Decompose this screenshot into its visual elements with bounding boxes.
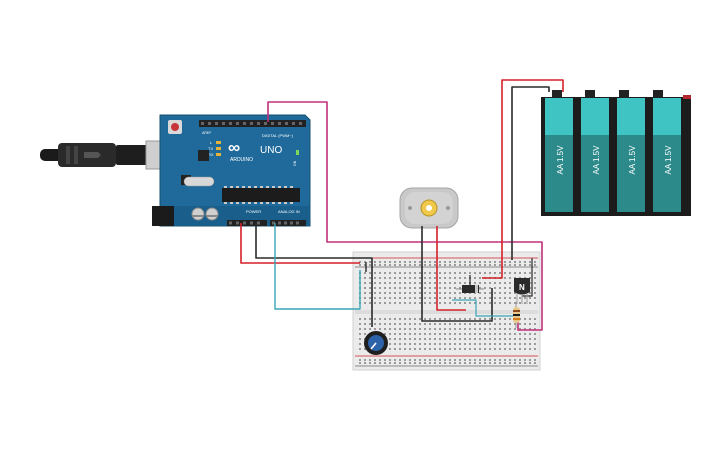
wire-black-battery (511, 86, 550, 260)
wire-red-battery (482, 79, 564, 279)
battery-cell[interactable]: AA 1.5V (545, 98, 573, 212)
battery-cell[interactable]: AA 1.5V (617, 98, 645, 212)
on-led (296, 150, 299, 155)
wire-red-5v (240, 223, 360, 264)
wire-black-gnd (255, 223, 373, 327)
analog-label: ANALOG IN (278, 209, 300, 214)
rx-led (216, 153, 221, 156)
dc-motor-icon[interactable] (399, 187, 459, 229)
arduino-brand: ARDUINO (230, 157, 253, 163)
transistor[interactable]: N (514, 278, 530, 304)
arduino-model: UNO (260, 145, 282, 156)
reset-button[interactable] (168, 120, 182, 134)
wire-cyan-analog (274, 223, 361, 310)
power-header[interactable] (227, 220, 267, 226)
resistor-icon[interactable] (513, 302, 520, 328)
on-label: ON (293, 160, 297, 166)
battery-cell-label: AA 1.5V (664, 145, 673, 175)
battery-cell[interactable]: AA 1.5V (581, 98, 609, 212)
capacitor (205, 207, 219, 221)
arduino-logo-icon: ∞ (228, 138, 240, 157)
potentiometer-icon[interactable] (364, 331, 388, 355)
tx-label: TX (208, 146, 213, 151)
arduino-uno-board[interactable]: AREF DIGITAL (PWM~) L TX RX ∞ UNO ARDUIN… (152, 114, 311, 227)
atmega-chip (222, 186, 300, 204)
wire-black-motor (421, 226, 493, 322)
capacitor (191, 207, 205, 221)
digital-label: DIGITAL (PWM~) (262, 133, 294, 138)
power-jack[interactable] (152, 206, 174, 226)
rx-label: RX (208, 152, 214, 157)
l-label: L (210, 140, 213, 145)
crystal (183, 176, 215, 187)
aref-label: AREF (202, 131, 211, 135)
usb-cable-icon[interactable] (40, 140, 177, 170)
digital-header[interactable] (199, 120, 306, 127)
battery-cell[interactable]: AA 1.5V (653, 98, 681, 212)
battery-cell-label: AA 1.5V (556, 145, 565, 175)
l-led (216, 141, 221, 144)
transistor-label: N (519, 283, 525, 292)
diode-icon[interactable] (456, 285, 484, 293)
wire-cyan-transistor (452, 299, 514, 317)
power-label: POWER (246, 209, 261, 214)
wire-magenta-signal (267, 101, 543, 331)
wires[interactable] (240, 79, 564, 331)
tx-led (216, 147, 221, 150)
wire-red-motor (436, 226, 466, 311)
battery-cell-label: AA 1.5V (628, 145, 637, 175)
battery-cell-label: AA 1.5V (592, 145, 601, 175)
analog-header[interactable] (270, 220, 306, 226)
usb-chip (198, 150, 209, 161)
